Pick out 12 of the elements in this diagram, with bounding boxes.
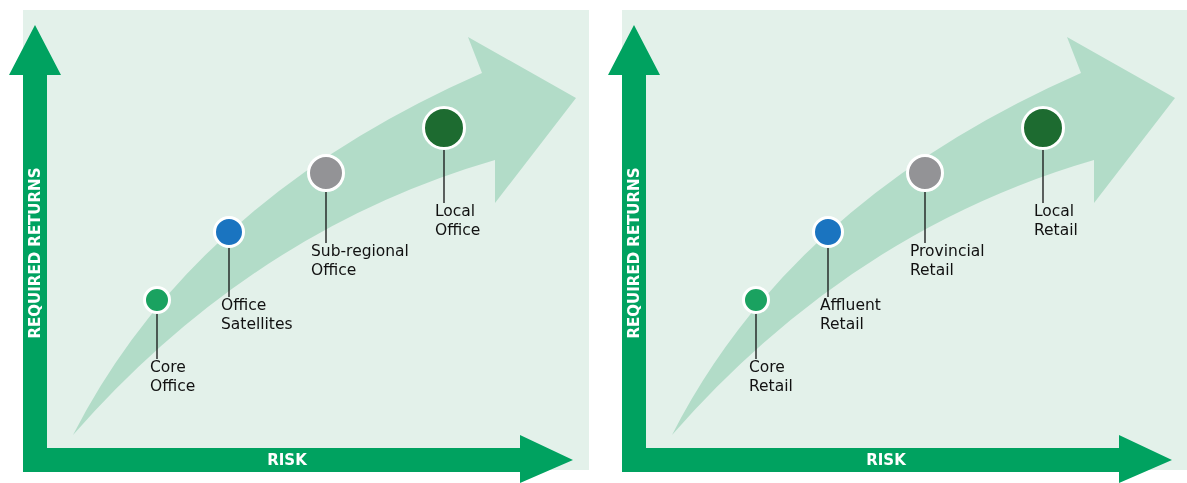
item-label: Affluent Retail (820, 296, 912, 334)
item-label: Local Retail (1034, 202, 1106, 240)
item-label: Local Office (435, 202, 507, 240)
axis-label: RISK (267, 451, 307, 469)
axis-label: RISK (866, 451, 906, 469)
item-label: Provincial Retail (910, 242, 1022, 280)
axis-label: REQUIRED RETURNS (26, 167, 44, 339)
axis-label: REQUIRED RETURNS (625, 167, 643, 339)
item-label: Core Retail (749, 358, 821, 396)
item-label: Sub-regional Office (311, 242, 423, 280)
item-label: Core Office (150, 358, 222, 396)
item-label: Office Satellites (221, 296, 313, 334)
